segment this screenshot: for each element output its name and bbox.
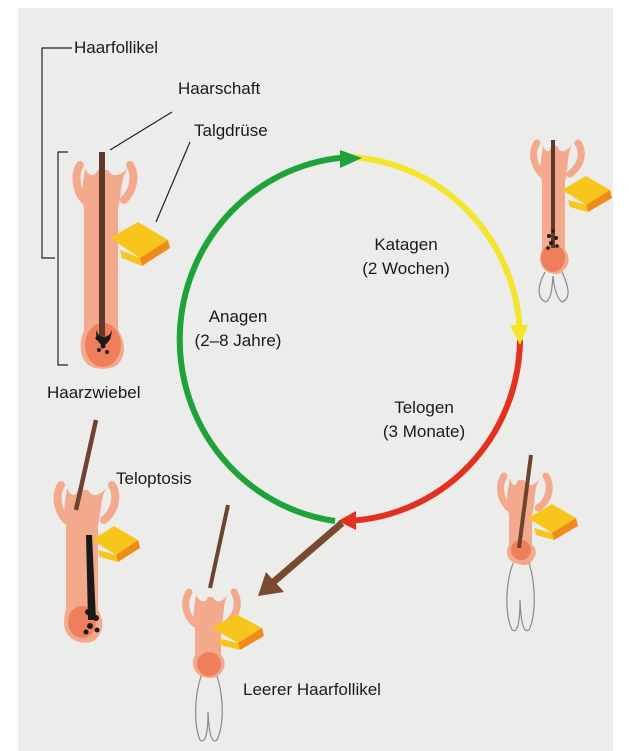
teloptosis-follicle (58, 420, 140, 643)
haarzwiebel-label: Haarzwiebel (47, 382, 141, 404)
follicle-bracket (58, 152, 68, 365)
haarfollikel-bracket (42, 48, 72, 258)
anagen-arrowhead (340, 150, 362, 168)
talgdruese-pointer (156, 142, 190, 222)
telogen-label: Telogen (394, 397, 454, 419)
anagen-label: Anagen (209, 306, 268, 328)
empty-follicle (186, 505, 264, 741)
katagen-follicle (534, 140, 612, 302)
katagen-duration: (2 Wochen) (362, 258, 450, 280)
haarschaft-pointer (110, 112, 172, 150)
katagen-label: Katagen (374, 234, 437, 256)
teloptosis-sebaceous-gland (92, 526, 140, 562)
anagen-follicle (77, 152, 170, 369)
telogen-follicle (501, 455, 578, 631)
haarfollikel-label: Haarfollikel (74, 37, 158, 59)
telogen-duration: (3 Monate) (383, 421, 465, 443)
talgdruese-label: Talgdrüse (194, 120, 268, 142)
teloptosis-label: Teloptosis (116, 468, 192, 490)
anagen-sebaceous-gland (110, 222, 170, 266)
katagen-arrowhead (510, 325, 528, 345)
katagen-sebaceous-gland (562, 176, 612, 212)
anagen-duration: (2–8 Jahre) (195, 330, 282, 352)
teloptosis-arrow (258, 523, 342, 596)
haarschaft-label: Haarschaft (178, 78, 260, 100)
leerer-haarfollikel-label: Leerer Haarfollikel (243, 679, 381, 701)
